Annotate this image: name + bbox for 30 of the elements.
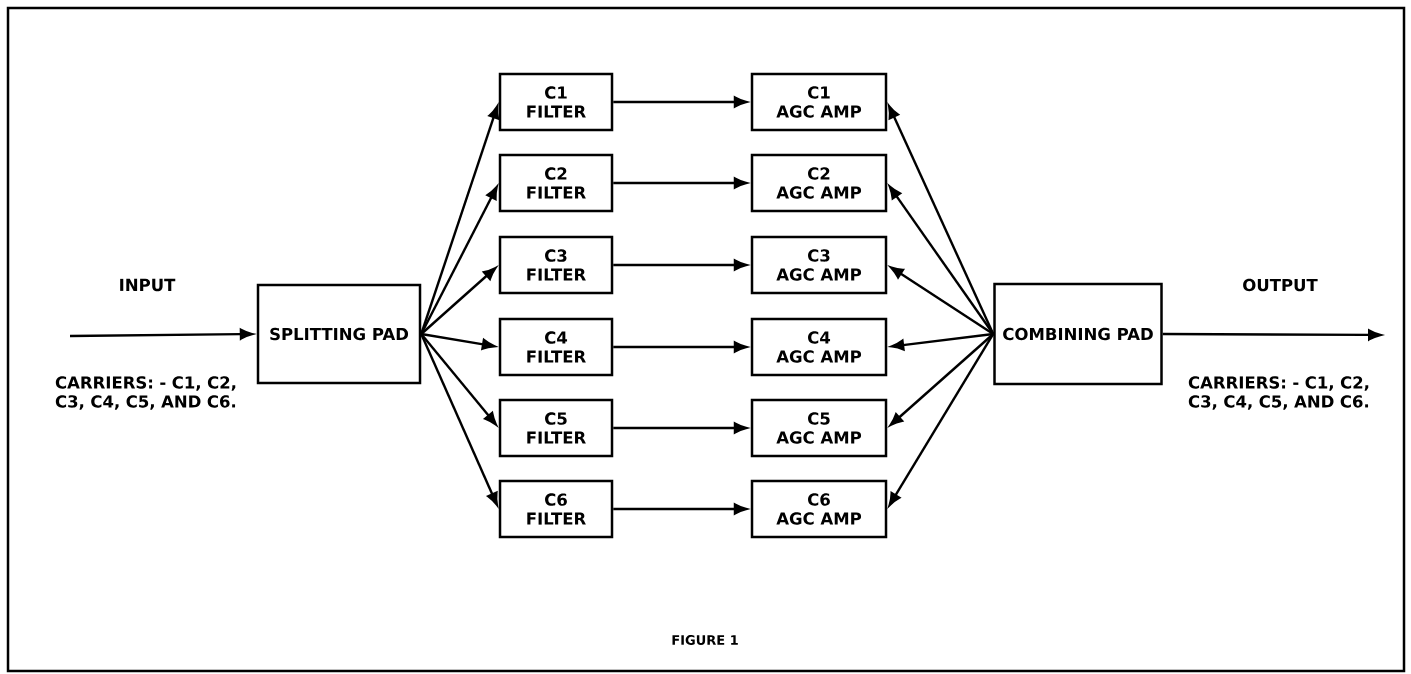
amplifier-box: C1 AGC AMP — [750, 72, 888, 132]
filter-box: C1 FILTER — [498, 72, 614, 132]
amplifier-box: C4 AGC AMP — [750, 317, 888, 377]
pad-box: COMBINING PAD — [993, 282, 1163, 386]
arrow — [888, 333, 995, 507]
arrow — [613, 96, 748, 108]
carrier-list: CARRIERS: - C1, C2, C3, C4, C5, AND C6. — [55, 376, 236, 410]
amplifier-box: C5 AGC AMP — [750, 398, 888, 458]
arrow — [613, 422, 748, 434]
filter-box: C2 FILTER — [498, 153, 614, 213]
amplifier-box: C2 AGC AMP — [750, 153, 888, 213]
signal-label: INPUT — [120, 278, 176, 292]
arrow — [889, 333, 995, 426]
filter-box: C6 FILTER — [498, 479, 614, 539]
amplifier-box: C3 AGC AMP — [750, 235, 888, 295]
arrow — [613, 341, 748, 353]
amplifier-box: C6 AGC AMP — [750, 479, 888, 539]
filter-box: C3 FILTER — [498, 235, 614, 295]
filter-box: C5 FILTER — [498, 398, 614, 458]
arrow — [70, 328, 254, 340]
pad-box: SPLITTING PAD — [256, 283, 422, 385]
arrow — [613, 177, 748, 189]
signal-label: OUTPUT — [1243, 278, 1318, 292]
arrow — [613, 259, 748, 271]
arrow — [613, 503, 748, 515]
filter-box: C4 FILTER — [498, 317, 614, 377]
caption: FIGURE 1 — [672, 635, 738, 645]
arrow — [1162, 329, 1382, 341]
arrow — [890, 332, 994, 351]
carrier-list: CARRIERS: - C1, C2, C3, C4, C5, AND C6. — [1188, 376, 1369, 410]
